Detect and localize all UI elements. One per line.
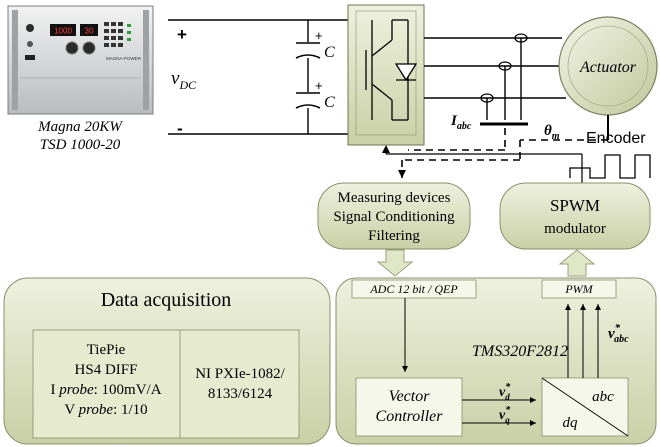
current-knob-icon [82,41,96,55]
tiepie-line4: V probe: 1/10 [64,402,147,418]
dsp-signal-lines [402,298,601,426]
dc-bus-wires [168,19,348,135]
capacitor-top-plus: + [315,28,323,43]
power-supply-model: Magna 20KW [37,119,123,135]
daq-instruments-table [32,329,300,439]
capacitor-bottom [295,92,321,109]
tiepie-line2: HS4 DIFF [75,362,138,378]
dc-minus-label: - [177,119,183,138]
spwm-line2: modulator [544,221,606,237]
transform-diagonal [541,377,629,437]
capacitor-top [295,42,321,59]
capacitor-top-label: C [324,44,335,61]
pulse-train-icon [569,154,651,179]
tiepie-line1: TiePie [87,342,126,358]
dc-plus-label: + [177,25,187,44]
vq-ref-label: v*q [499,405,511,425]
display-voltage-value: 1000 [54,27,72,36]
spwm-line1: SPWM [550,196,600,215]
display-current [80,24,98,36]
vabc-ref-label: v*abc [608,322,629,345]
voltage-knob-icon [65,41,79,55]
vector-controller-block [355,377,463,437]
diode-icon [394,63,418,82]
encoder-label: Encoder [586,130,646,147]
measure-signal-line [408,128,506,151]
ni-line1: NI PXIe-1082/ [195,366,285,382]
pwm-to-spwm-arrow [558,249,596,277]
tiepie-line3: I probe: 100mV/A [50,382,161,398]
power-switch-icon [26,24,34,32]
measuring-line3: Filtering [368,228,420,244]
pwm-label: PWM [564,282,593,296]
measure-input-arrow [398,170,406,178]
actuator-label: Actuator [579,59,637,76]
capacitor-bottom-plus: + [315,78,323,93]
phase-wires [424,37,566,120]
display-voltage [50,24,76,36]
switch-icon [25,55,35,60]
power-supply-unit: 1000 30 MAGNA-POWER [7,5,154,115]
adc-label: ADC 12 bit / QEP [369,282,458,296]
vd-ref-label: v*d [499,382,511,402]
gate-signal-line [385,150,583,183]
inverter-inner [355,10,417,136]
spwm-modulator-box [499,182,651,250]
ni-line2: 8133/6124 [208,386,273,402]
current-probes [480,33,528,103]
measuring-line2: Signal Conditioning [333,209,455,225]
inverter-box [347,4,425,146]
theta-label: θm [544,123,560,142]
transform-dq-label: dq [563,415,579,431]
measure-to-adc-arrow [376,249,414,277]
adc-block [351,279,477,299]
vdc-label: vDC [171,68,197,92]
transform-abc-label: abc [592,389,614,405]
brand-label: MAGNA-POWER [106,56,142,61]
rack-ear-left [12,10,18,110]
daq-title: Data acquisition [101,289,232,311]
indicator-icon [27,41,33,47]
capacitor-bottom-label: C [324,94,335,111]
dsp-name: TMS320F2812 [472,343,568,360]
vector-controller-line1: Vector [389,388,431,405]
gate-signal-arrow [382,145,390,153]
inverter-module [347,4,425,146]
power-supply-model-line2: TSD 1000-20 [40,137,121,153]
keypad-icon [104,22,131,47]
display-current-value: 30 [85,27,94,36]
measuring-devices-box [317,182,471,250]
pwm-block [541,279,617,299]
measuring-line1: Measuring devices [338,190,451,206]
current-label: Iabc [450,113,472,132]
vector-controller-line2: Controller [376,408,444,425]
rack-ear-right [143,10,149,110]
